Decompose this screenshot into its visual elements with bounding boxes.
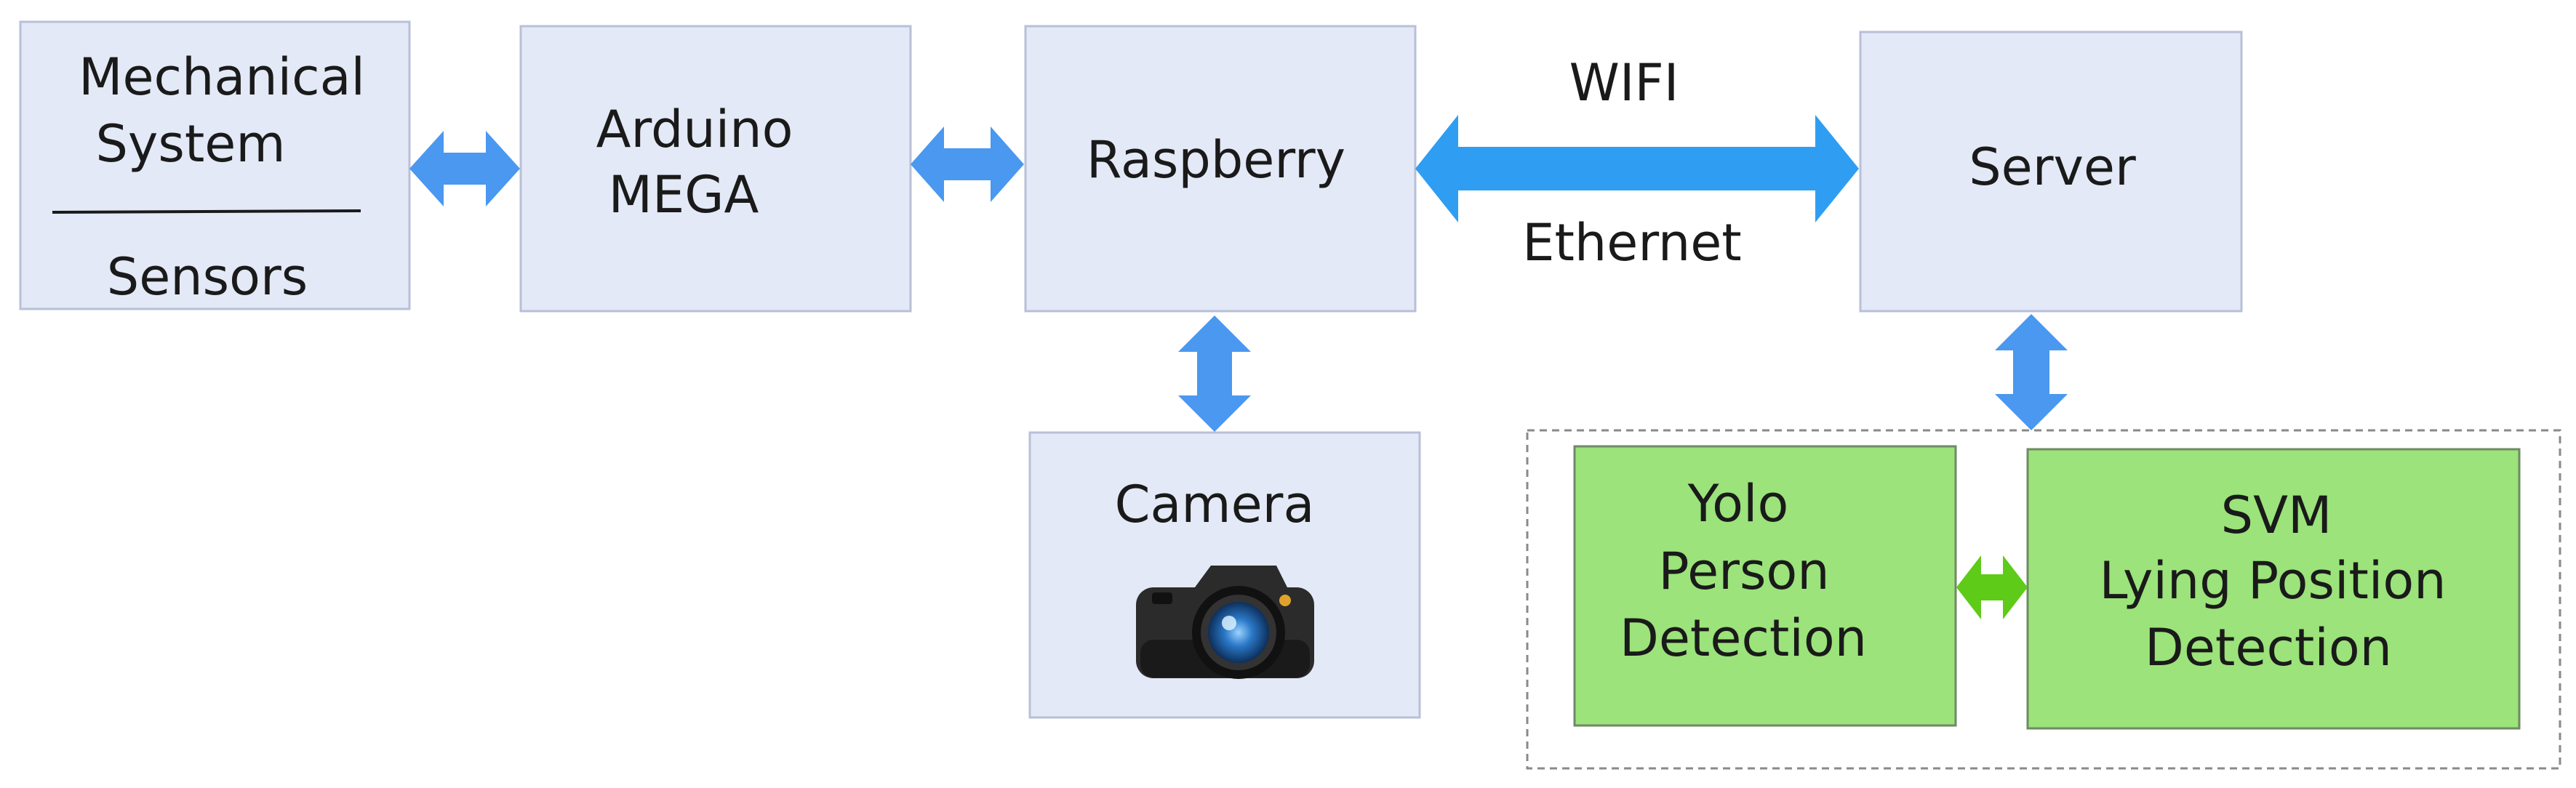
arduino-label-line2: MEGA	[609, 165, 759, 225]
yolo-box	[1573, 445, 1957, 727]
yolo-svm-arrow	[1956, 555, 2028, 619]
yolo-label-line3: Detection	[1620, 608, 1867, 668]
svm-label-line3: Detection	[2145, 618, 2392, 678]
yolo-label-line1: Yolo	[1687, 474, 1789, 534]
raspberry-camera-arrow	[1178, 315, 1251, 432]
yolo-label-line2: Person	[1658, 542, 1829, 601]
raspberry-server-arrow	[1415, 115, 1859, 222]
arduino-label-line1: Arduino	[596, 100, 793, 159]
wifi-label: WIFI	[1569, 53, 1679, 113]
detection-group-container	[1526, 429, 2561, 770]
raspberry-node: Raspberry	[1024, 25, 1417, 313]
svm-box	[2026, 448, 2521, 730]
mechanical-system-label-line1: Mechanical	[79, 47, 365, 107]
arduino-raspberry-arrow	[911, 126, 1024, 202]
camera-label: Camera	[1115, 475, 1315, 534]
mechanical-system-label-line2: System	[95, 114, 285, 174]
mechanical-sensors-divider	[52, 209, 361, 214]
camera-node: Camera	[1028, 431, 1421, 719]
sensors-label: Sensors	[107, 247, 308, 307]
arduino-node: Arduino MEGA	[519, 25, 912, 313]
svm-node: SVM Lying Position Detection	[2026, 448, 2521, 730]
svm-label-line2: Lying Position	[2099, 551, 2446, 611]
server-detection-arrow	[1995, 314, 2068, 430]
camera-icon	[1136, 566, 1314, 679]
raspberry-label: Raspberry	[1087, 130, 1345, 190]
server-node: Server	[1859, 31, 2243, 313]
mechanical-system-box	[19, 20, 411, 310]
yolo-node: Yolo Person Detection	[1573, 445, 1957, 727]
server-label: Server	[1969, 137, 2136, 197]
mechanical-system-node: Mechanical System Sensors	[19, 20, 411, 310]
server-box	[1859, 31, 2243, 313]
raspberry-box	[1024, 25, 1417, 313]
mechanical-arduino-arrow	[409, 131, 520, 206]
arduino-box	[519, 25, 912, 313]
ethernet-label: Ethernet	[1522, 213, 1742, 273]
svm-label-line1: SVM	[2221, 486, 2332, 545]
